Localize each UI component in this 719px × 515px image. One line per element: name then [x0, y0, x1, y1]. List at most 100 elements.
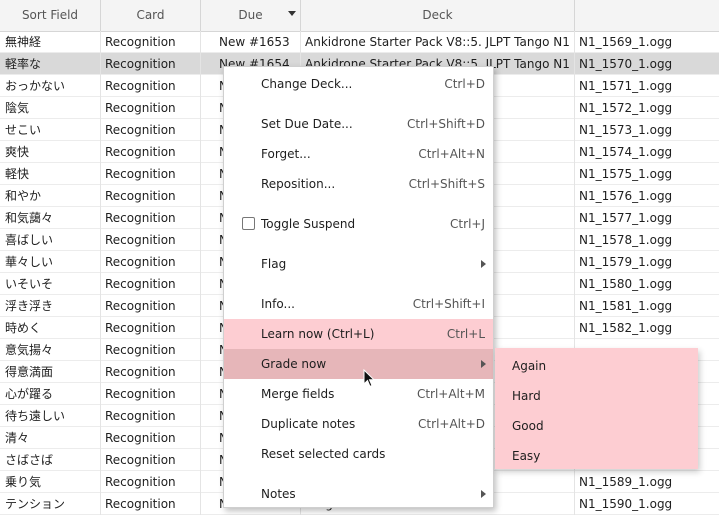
menu-item-label: Learn now (Ctrl+L) — [261, 327, 375, 341]
menu-item-set-due-date[interactable]: Set Due Date... Ctrl+Shift+D — [224, 109, 493, 139]
menu-item-shortcut: Ctrl+Alt+M — [416, 387, 485, 401]
menu-item-label: Info... — [261, 297, 295, 311]
cell-sort-field: 乗り気 — [0, 471, 101, 493]
cell-extra: N1_1579_1.ogg — [579, 255, 673, 269]
cell-card: Recognition — [101, 119, 201, 141]
cell-sort-field: 浮き浮き — [0, 295, 101, 317]
menu-item-forget[interactable]: Forget... Ctrl+Alt+N — [224, 139, 493, 169]
submenu-item-label: Easy — [512, 449, 541, 463]
menu-item-change-deck[interactable]: Change Deck... Ctrl+D — [224, 69, 493, 99]
cell-card: Recognition — [101, 449, 201, 471]
menu-item-label: Change Deck... — [261, 77, 353, 91]
column-header-extra[interactable] — [575, 0, 719, 31]
cell-deck: Ankidrone Starter Pack V8::5. JLPT Tango… — [301, 31, 575, 53]
cell-card: Recognition — [101, 339, 201, 361]
submenu-item-easy[interactable]: Easy — [495, 441, 698, 471]
cell-extra: N1_1571_1.ogg — [579, 79, 673, 93]
cell-sort-field: 意気揚々 — [0, 339, 101, 361]
cell-card: Recognition — [101, 229, 201, 251]
cell-sort-field: 軽率な — [0, 53, 101, 75]
cell-extra: N1_1573_1.ogg — [579, 123, 673, 137]
menu-item-label: Merge fields — [261, 387, 335, 401]
menu-item-shortcut: Ctrl+L — [446, 327, 485, 341]
cell-extra: N1_1572_1.ogg — [579, 101, 673, 115]
menu-item-shortcut: Ctrl+Shift+I — [412, 297, 485, 311]
cell-card: Recognition — [101, 53, 201, 75]
submenu-arrow-icon — [481, 490, 486, 498]
cell-extra: N1_1578_1.ogg — [579, 233, 673, 247]
cell-extra: N1_1589_1.ogg — [579, 475, 673, 489]
cell-sort-field: 心が躍る — [0, 383, 101, 405]
cell-sort-field: 爽快 — [0, 141, 101, 163]
column-header-due-label: Due — [238, 8, 263, 22]
submenu-item-label: Good — [512, 419, 544, 433]
cell-extra: N1_1570_1.ogg — [579, 57, 673, 71]
column-header-card[interactable]: Card — [101, 0, 201, 31]
mouse-cursor-icon — [363, 368, 376, 391]
menu-item-label: Reset selected cards — [261, 447, 386, 461]
cell-extra: N1_1577_1.ogg — [579, 211, 673, 225]
cell-sort-field: 陰気 — [0, 97, 101, 119]
menu-item-shortcut: Ctrl+D — [444, 77, 485, 91]
cell-card: Recognition — [101, 317, 201, 339]
menu-item-reposition[interactable]: Reposition...Ctrl+Shift+S — [224, 169, 493, 199]
checkbox-icon — [242, 217, 255, 230]
cell-extra: N1_1574_1.ogg — [579, 145, 673, 159]
cell-card: Recognition — [101, 273, 201, 295]
sort-descending-icon — [288, 11, 296, 16]
menu-item-shortcut: Ctrl+Shift+D — [407, 117, 485, 131]
context-menu: Change Deck... Ctrl+D Set Due Date... Ctrl… — [223, 66, 494, 508]
submenu-item-again[interactable]: Again — [495, 351, 698, 381]
menu-item-merge-fields[interactable]: Merge fields Ctrl+Alt+M — [224, 379, 493, 409]
menu-item-shortcut: Ctrl+Alt+N — [418, 147, 485, 161]
column-header-deck[interactable]: Deck — [301, 0, 575, 31]
menu-item-label: Set Due Date... — [261, 117, 353, 131]
cell-sort-field: テンション — [0, 493, 101, 515]
cell-extra: N1_1575_1.ogg — [579, 167, 673, 181]
cell-sort-field: いそいそ — [0, 273, 101, 295]
cell-card: Recognition — [101, 163, 201, 185]
menu-item-flag[interactable]: Flag — [224, 249, 493, 279]
menu-item-label: Notes — [261, 487, 296, 501]
cell-sort-field: 和やか — [0, 185, 101, 207]
cell-card: Recognition — [101, 471, 201, 493]
cell-card: Recognition — [101, 405, 201, 427]
menu-item-shortcut: Ctrl+J — [450, 217, 485, 231]
cell-card: Recognition — [101, 141, 201, 163]
cell-card: Recognition — [101, 97, 201, 119]
menu-item-info[interactable]: Info... Ctrl+Shift+I — [224, 289, 493, 319]
cell-extra: N1_1582_1.ogg — [579, 321, 673, 335]
menu-item-label: Reposition... — [261, 177, 336, 191]
cell-sort-field: 時めく — [0, 317, 101, 339]
submenu-item-good[interactable]: Good — [495, 411, 698, 441]
cell-sort-field: 待ち遠しい — [0, 405, 101, 427]
menu-item-learn-now[interactable]: Learn now (Ctrl+L) Ctrl+L — [224, 319, 493, 349]
cell-sort-field: 軽快 — [0, 163, 101, 185]
table-header: Sort Field Card Due Deck — [0, 0, 719, 32]
cell-extra: N1_1580_1.ogg — [579, 277, 673, 291]
menu-item-grade-now[interactable]: Grade now — [224, 349, 493, 379]
cell-extra: N1_1576_1.ogg — [579, 189, 673, 203]
submenu-item-hard[interactable]: Hard — [495, 381, 698, 411]
cell-extra: N1_1590_1.ogg — [579, 497, 673, 511]
menu-item-label: Forget... — [261, 147, 311, 161]
cell-card: Recognition — [101, 383, 201, 405]
submenu-item-label: Hard — [512, 389, 541, 403]
column-header-sort-field[interactable]: Sort Field — [0, 0, 101, 31]
cell-sort-field: 喜ばしい — [0, 229, 101, 251]
cell-sort-field: さばさば — [0, 449, 101, 471]
cell-card: Recognition — [101, 31, 201, 53]
cell-extra: N1_1569_1.ogg — [579, 35, 673, 49]
cell-sort-field: 得意満面 — [0, 361, 101, 383]
menu-item-notes[interactable]: Notes — [224, 479, 493, 509]
cell-sort-field: 清々 — [0, 427, 101, 449]
column-header-due[interactable]: Due — [201, 0, 301, 31]
cell-card: Recognition — [101, 185, 201, 207]
cell-sort-field: 華々しい — [0, 251, 101, 273]
menu-item-reset-selected-cards[interactable]: Reset selected cards — [224, 439, 493, 469]
menu-item-shortcut: Ctrl+Alt+D — [418, 417, 485, 431]
menu-item-label: Grade now — [261, 357, 327, 371]
